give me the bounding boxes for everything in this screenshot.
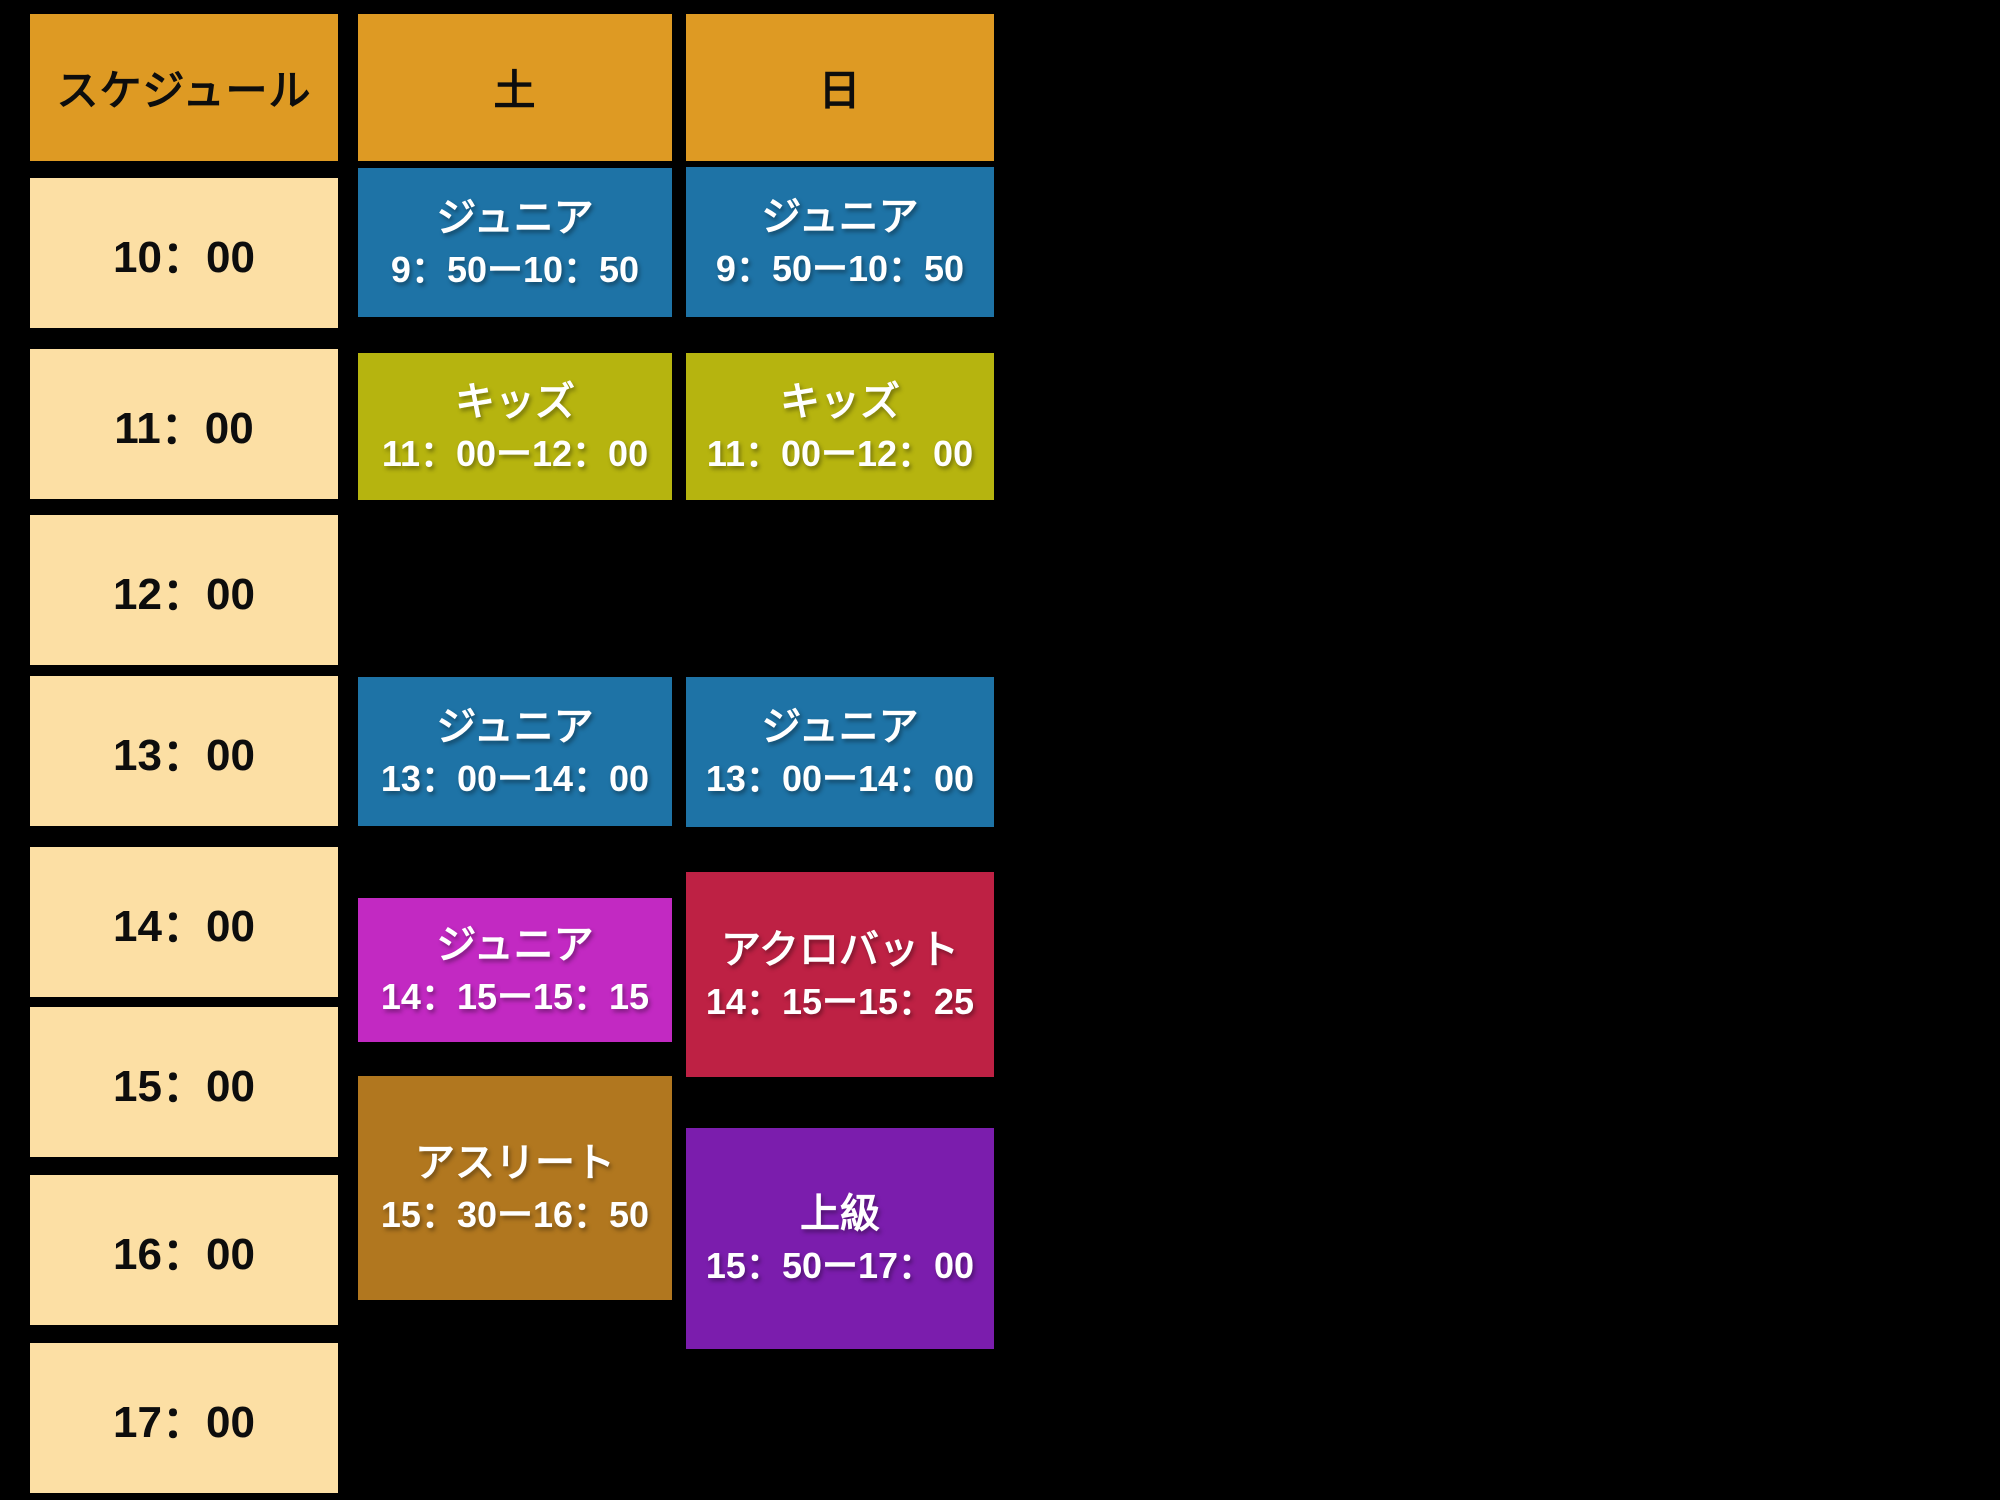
- event-block-sat-kids: キッズ 11：00ー12：00: [358, 353, 672, 500]
- time-cell-1700: 17：00: [30, 1343, 338, 1493]
- time-cell-1000: 10：00: [30, 178, 338, 328]
- event-time: 15：50ー17：00: [705, 1244, 975, 1286]
- event-time: 9：50ー10：50: [715, 248, 965, 290]
- event-block-sun-kids: キッズ 11：00ー12：00: [686, 353, 994, 500]
- event-time: 14：15ー15：15: [380, 976, 650, 1018]
- event-time: 14：15ー15：25: [705, 980, 975, 1022]
- event-block-sat-junior-afternoon: ジュニア 13：00ー14：00: [358, 677, 672, 826]
- event-block-sat-junior-morning: ジュニア 9：50ー10：50: [358, 168, 672, 317]
- event-time: 9：50ー10：50: [390, 248, 640, 290]
- time-cell-1600: 16：00: [30, 1175, 338, 1325]
- event-name: ジュニア: [436, 195, 594, 240]
- event-time: 11：00ー12：00: [706, 432, 974, 474]
- event-name: アクロバット: [721, 927, 959, 972]
- event-time: 13：00ー14：00: [380, 757, 650, 799]
- event-name: キッズ: [780, 379, 900, 424]
- event-name: アスリート: [415, 1141, 615, 1186]
- event-name: キッズ: [455, 379, 575, 424]
- time-cell-1400: 14：00: [30, 847, 338, 997]
- time-cell-1500: 15：00: [30, 1007, 338, 1157]
- time-cell-1200: 12：00: [30, 515, 338, 665]
- event-name: ジュニア: [436, 704, 594, 749]
- event-block-sun-junior-afternoon: ジュニア 13：00ー14：00: [686, 677, 994, 827]
- event-name: 上級: [800, 1191, 880, 1236]
- event-name: ジュニア: [436, 923, 594, 968]
- header-saturday: 土: [358, 14, 672, 161]
- event-block-sun-junior-morning: ジュニア 9：50ー10：50: [686, 167, 994, 317]
- event-time: 15：30ー16：50: [380, 1194, 650, 1236]
- event-time: 11：00ー12：00: [381, 432, 649, 474]
- event-name: ジュニア: [761, 195, 919, 240]
- event-name: ジュニア: [761, 705, 919, 750]
- header-sunday: 日: [686, 14, 994, 161]
- header-schedule: スケジュール: [30, 14, 338, 161]
- event-block-sat-athlete: アスリート 15：30ー16：50: [358, 1076, 672, 1300]
- time-cell-1100: 11：00: [30, 349, 338, 499]
- event-time: 13：00ー14：00: [705, 758, 975, 800]
- event-block-sat-junior-1415: ジュニア 14：15ー15：15: [358, 898, 672, 1042]
- time-cell-1300: 13：00: [30, 676, 338, 826]
- event-block-sun-acrobat: アクロバット 14：15ー15：25: [686, 872, 994, 1077]
- event-block-sun-advanced: 上級 15：50ー17：00: [686, 1128, 994, 1349]
